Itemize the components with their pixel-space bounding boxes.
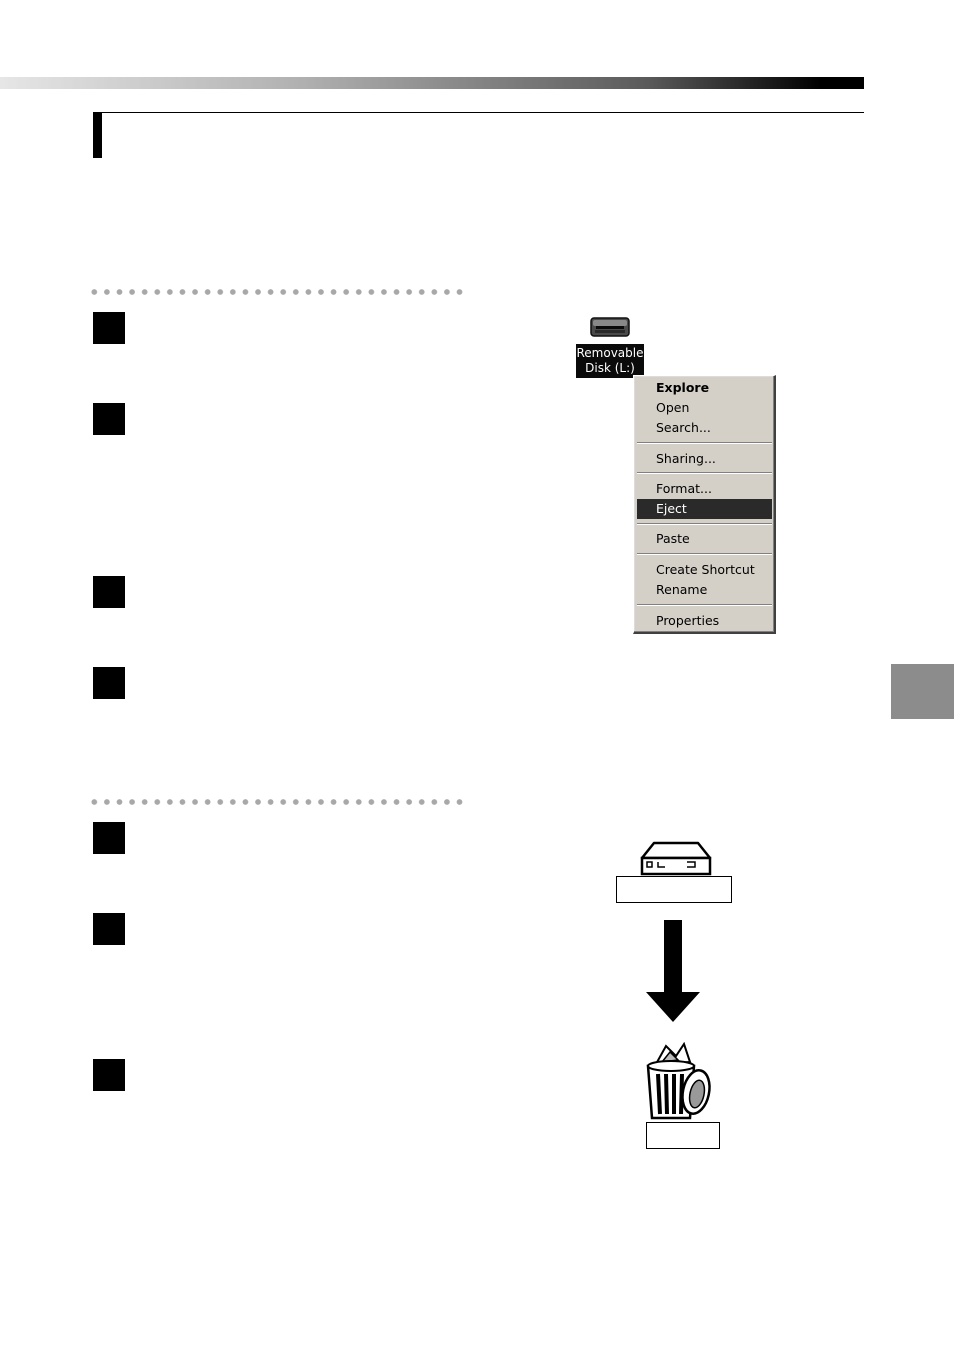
dotted-divider-1 <box>88 288 466 296</box>
section-heading-rule <box>93 112 864 113</box>
trash-can-icon <box>646 1042 711 1120</box>
step-marker-4 <box>93 667 125 699</box>
context-menu: Explore Open Search... Sharing... Format… <box>633 375 776 634</box>
dotted-divider-2 <box>88 798 466 806</box>
step-marker-7 <box>93 1059 125 1091</box>
step-marker-2 <box>93 403 125 435</box>
menu-separator <box>637 472 772 474</box>
menu-item-format[interactable]: Format... <box>656 481 712 496</box>
menu-item-search[interactable]: Search... <box>656 420 711 435</box>
menu-item-create-shortcut[interactable]: Create Shortcut <box>656 562 755 577</box>
removable-disk-icon[interactable] <box>590 316 630 338</box>
disk-drive-icon <box>640 841 712 876</box>
chapter-tab <box>891 664 954 719</box>
menu-separator <box>637 604 772 606</box>
drive-label-line1: Removable <box>576 346 644 360</box>
menu-separator <box>637 523 772 525</box>
menu-item-explore[interactable]: Explore <box>656 380 710 395</box>
drive-label[interactable]: Removable Disk (L:) <box>576 344 644 378</box>
step-marker-1 <box>93 312 125 344</box>
step-marker-5 <box>93 822 125 854</box>
arrow-down-icon <box>646 920 700 1022</box>
menu-item-sharing[interactable]: Sharing... <box>656 451 716 466</box>
menu-item-open[interactable]: Open <box>656 400 690 415</box>
menu-item-properties[interactable]: Properties <box>656 613 720 628</box>
trash-caption-box <box>646 1122 720 1149</box>
menu-item-rename[interactable]: Rename <box>656 582 708 597</box>
menu-separator <box>637 553 772 555</box>
step-marker-6 <box>93 913 125 945</box>
drive-label-line2: Disk (L:) <box>585 361 635 375</box>
menu-item-eject[interactable]: Eject <box>637 499 772 519</box>
step-marker-3 <box>93 576 125 608</box>
section-heading-marker <box>93 112 102 158</box>
menu-separator <box>637 442 772 444</box>
menu-item-paste[interactable]: Paste <box>656 531 690 546</box>
drive-caption-box <box>616 876 732 903</box>
header-gradient-bar <box>0 77 864 89</box>
